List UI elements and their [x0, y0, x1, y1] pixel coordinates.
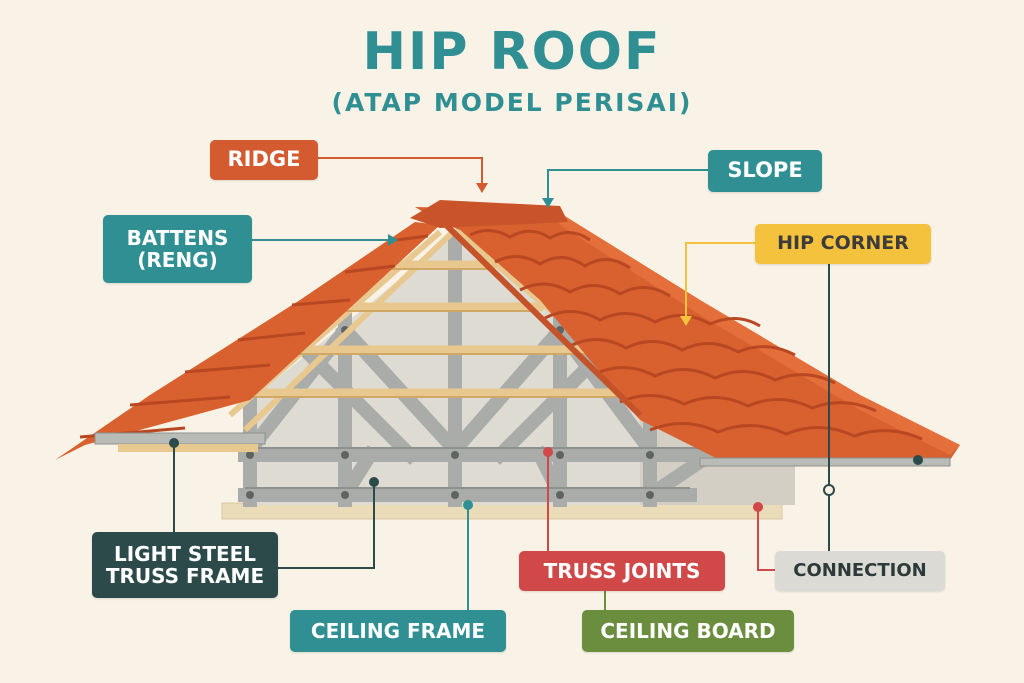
- right-gutter: [699, 457, 951, 467]
- label-ceiling-frame-text: CEILING FRAME: [310, 618, 486, 643]
- ceiling-board: [221, 502, 783, 520]
- fascia-board: [118, 444, 258, 452]
- label-hip-corner: HIP CORNER: [755, 224, 931, 264]
- label-ceiling-frame: CEILING FRAME: [290, 610, 506, 652]
- label-ceiling-board: CEILING BOARD: [582, 610, 794, 652]
- label-connection-text: CONNECTION: [793, 559, 927, 581]
- right-slope-highlight: [555, 210, 960, 455]
- steel-truss-shading: [245, 447, 700, 489]
- label-truss-joints-text: TRUSS JOINTS: [543, 558, 701, 583]
- left-gutter: [94, 432, 266, 445]
- label-light-steel-line2: TRUSS FRAME: [105, 564, 265, 588]
- label-truss-joints: TRUSS JOINTS: [519, 551, 725, 591]
- label-slope-text: SLOPE: [727, 158, 803, 183]
- ridge-cap: [410, 200, 568, 228]
- label-ridge-text: RIDGE: [227, 147, 301, 172]
- right-slope-tiles: [415, 207, 960, 460]
- left-slope-tiles: [55, 222, 440, 460]
- label-slope: SLOPE: [708, 150, 822, 192]
- leader-arrows: [388, 183, 692, 326]
- label-ridge: RIDGE: [210, 140, 318, 180]
- diagram-subtitle: (ATAP MODEL PERISAI): [331, 88, 693, 117]
- leader-dots: [169, 438, 923, 512]
- label-ceiling-board-text: CEILING BOARD: [600, 618, 776, 643]
- label-hip-corner-text: HIP CORNER: [777, 232, 909, 255]
- label-battens-line1: BATTENS: [126, 225, 229, 250]
- right-tile-courses: [469, 229, 923, 441]
- hip-ridge-line: [442, 221, 643, 418]
- leader-lines: [173, 157, 830, 612]
- diagram-title: HIP ROOF: [362, 22, 662, 82]
- label-connection: CONNECTION: [775, 551, 945, 591]
- label-battens: BATTENS (RENG): [103, 215, 252, 283]
- label-light-steel-truss-frame: LIGHT STEEL TRUSS FRAME: [92, 532, 278, 598]
- label-light-steel-line1: LIGHT STEEL: [113, 541, 257, 566]
- label-battens-line2: (RENG): [137, 248, 218, 272]
